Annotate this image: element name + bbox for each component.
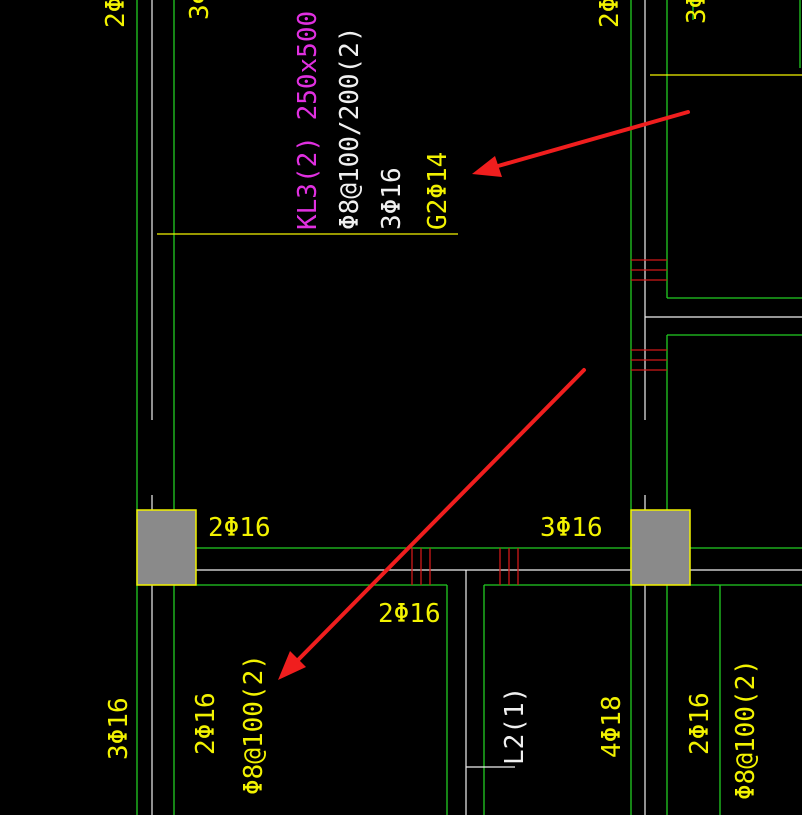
support-right-top-bars: 3Φ16 — [540, 513, 603, 543]
top-left-cut-label: 2Φ — [101, 0, 131, 28]
lower-right-top-bars: 2Φ16 — [685, 692, 715, 755]
l2-bottom-bars: 4Φ18 — [597, 695, 627, 758]
kl3-top-bars: 3Φ16 — [377, 167, 407, 230]
span-bottom-bars: 2Φ16 — [378, 599, 441, 629]
red-arrows — [278, 110, 690, 680]
stirrup-mark-right-lower — [631, 349, 667, 371]
column-right — [630, 509, 691, 586]
lower-left-top-bars: 2Φ16 — [191, 692, 221, 755]
kl3-stirrup-spec: Φ8@100/200(2) — [335, 27, 365, 231]
top-left-cut-label-2: 3Φ — [185, 0, 215, 20]
lower-left-stirrup-spec: Φ8@100(2) — [239, 654, 269, 795]
arrow-to-lower-left-stirrup — [278, 368, 586, 680]
stirrup-marks — [411, 259, 667, 585]
stirrup-mark-right-upper — [631, 259, 667, 281]
annotation-texts: 2Φ 3Φ 2Φ 3Φ KL3(2) 250x500 Φ8@100/200(2)… — [101, 0, 761, 800]
stirrup-mark-beam-right — [499, 548, 519, 585]
arrow-to-kl3-annotation — [472, 110, 690, 177]
columns — [136, 509, 691, 586]
l2-beam-name: L2(1) — [500, 687, 530, 765]
left-col-bars-label: 3Φ16 — [104, 697, 134, 760]
kl3-beam-name: KL3(2) 250x500 — [293, 11, 323, 230]
column-left — [136, 509, 197, 586]
support-left-top-bars: 2Φ16 — [208, 513, 271, 543]
stirrup-mark-beam-left — [411, 548, 431, 585]
top-right-cut-label: 3Φ — [682, 0, 712, 24]
lower-right-stirrup-spec: Φ8@100(2) — [731, 659, 761, 800]
top-mid-cut-label: 2Φ — [595, 0, 625, 28]
leader-lines — [157, 74, 802, 235]
kl3-side-bars: G2Φ14 — [423, 152, 453, 230]
